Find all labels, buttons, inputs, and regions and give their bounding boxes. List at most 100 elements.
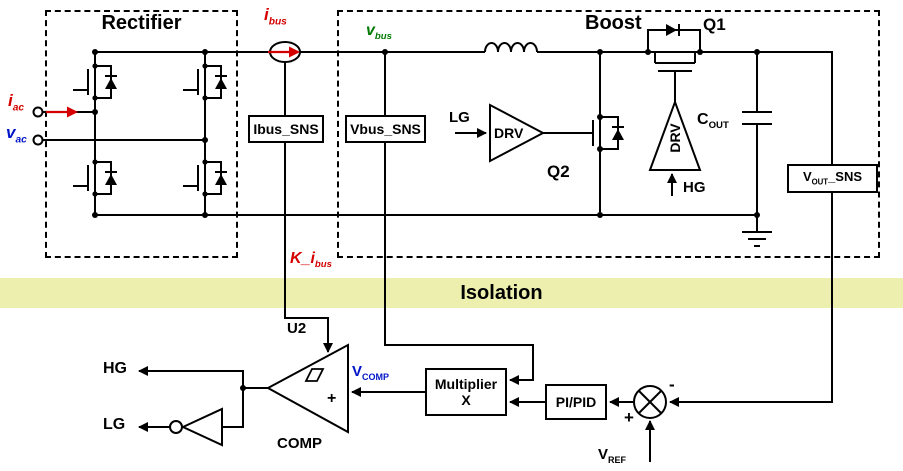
vbus-sns-box: Vbus_SNS: [345, 115, 426, 143]
drv-low-triangle: [489, 103, 546, 163]
wire-top-bus-right: [537, 51, 833, 164]
wire-vout-feedback: [669, 193, 833, 407]
drv-low-label: DRV: [494, 125, 524, 141]
ibus-sub: bus: [268, 16, 287, 28]
comp-plus-sign: +: [327, 390, 337, 407]
junction-dot: [597, 49, 603, 55]
sum-minus-sign: -: [669, 375, 675, 394]
junction-dot: [382, 49, 388, 55]
junction-dot: [92, 63, 98, 69]
comp-label: COMP: [277, 435, 322, 452]
kibus-sub: bus: [314, 259, 332, 271]
isolation-title: Isolation: [460, 281, 543, 304]
inverter-bubble: [169, 420, 183, 434]
vbus-label: vbus: [366, 23, 392, 42]
vout-sns-box: VOUT_SNS: [787, 164, 878, 193]
inductor: [484, 42, 538, 53]
junction-dot: [92, 159, 98, 165]
iac-terminal: [32, 106, 44, 118]
cout-sub: OUT: [708, 120, 729, 132]
vac-sub: ac: [15, 134, 27, 146]
cout-plates: [742, 111, 772, 125]
kibus-base: K_i: [290, 250, 315, 267]
vbus-sub: bus: [374, 31, 392, 43]
ibus-base: i: [264, 5, 269, 24]
junction-dot: [202, 159, 208, 165]
junction-dot: [645, 49, 651, 55]
rectifier-mosfet-bottom-right: [183, 161, 227, 195]
hg-input-label: HG: [683, 179, 706, 196]
vref-base: V: [598, 446, 609, 463]
ground-symbol: [742, 215, 772, 247]
vac-base: v: [6, 123, 16, 142]
hysteresis-icon: [304, 368, 325, 382]
junction-dot: [597, 146, 603, 152]
multiplier-label: Multiplier: [434, 375, 498, 392]
junction-dots: [92, 49, 760, 391]
vac-terminal: [32, 134, 44, 146]
junction-dot: [92, 191, 98, 197]
junction-dot: [202, 63, 208, 69]
sum-plus-sign: +: [624, 408, 634, 427]
boost-box: [337, 10, 880, 258]
u2-label: U2: [287, 320, 307, 337]
junction-dot: [202, 212, 208, 218]
junction-dot: [754, 49, 760, 55]
q2-mosfet: [592, 116, 624, 150]
wire-vbus-to-mult: [384, 143, 534, 385]
vout-sns-rest: _SNS: [828, 168, 863, 184]
rectifier-mosfet-bottom-left: [73, 161, 117, 195]
boost-title: Boost: [585, 12, 642, 34]
junction-dot: [202, 49, 208, 55]
wire-lg-branch: [222, 388, 244, 428]
hg-output-label: HG: [103, 360, 127, 377]
vout-sns-label: VOUT_SNS: [802, 168, 863, 188]
junction-dot: [92, 49, 98, 55]
q1-label: Q1: [703, 15, 726, 34]
vcomp-base: V: [352, 363, 363, 380]
inverter-triangle: [180, 407, 223, 447]
comparator-triangle: [265, 343, 349, 434]
rectifier-box: [45, 10, 238, 258]
junction-dot: [202, 137, 208, 143]
vcomp-sub: COMP: [362, 372, 390, 382]
q2-label: Q2: [547, 162, 570, 181]
rectifier-mosfet-top-left: [73, 65, 117, 99]
junction-dot: [202, 191, 208, 197]
junction-dot: [597, 114, 603, 120]
wire-ibus-to-comp: [284, 143, 333, 353]
q1-mosfet: [647, 24, 701, 102]
cout-label: COUT: [697, 112, 729, 131]
vout-sns-sub: OUT: [811, 177, 829, 187]
junction-dot: [597, 212, 603, 218]
lg-output-label: LG: [103, 416, 126, 433]
junction-dot: [92, 109, 98, 115]
vref-label: VREF: [598, 447, 626, 465]
junction-dot: [240, 385, 246, 391]
junction-dot: [92, 212, 98, 218]
pipid-label: PI/PID: [555, 393, 597, 410]
iac-base: i: [8, 91, 13, 110]
ibus-sns-box: Ibus_SNS: [248, 115, 324, 143]
multiplier-box: Multiplier X: [425, 368, 507, 416]
junction-dot: [92, 95, 98, 101]
drv-high-label: DRV: [667, 123, 683, 153]
ibus-label: ibus: [264, 6, 287, 28]
junction-dot: [202, 95, 208, 101]
rectifier-title: Rectifier: [101, 12, 182, 34]
rectifier-mosfet-top-right: [183, 65, 227, 99]
pipid-box: PI/PID: [545, 384, 607, 420]
iac-label: iac: [8, 92, 24, 114]
iac-sub: ac: [12, 102, 25, 114]
junction-dot: [697, 49, 703, 55]
isolation-band: Isolation: [0, 278, 903, 308]
vbus-sns-label: Vbus_SNS: [350, 120, 421, 137]
kibus-label: K_ibus: [290, 251, 332, 270]
vout-sns-base: V: [802, 168, 812, 184]
vcomp-label: VCOMP: [352, 364, 389, 382]
multiplier-x-symbol: X: [461, 392, 471, 408]
drv-high-triangle: [648, 99, 702, 171]
vref-sub: REF: [608, 455, 627, 465]
